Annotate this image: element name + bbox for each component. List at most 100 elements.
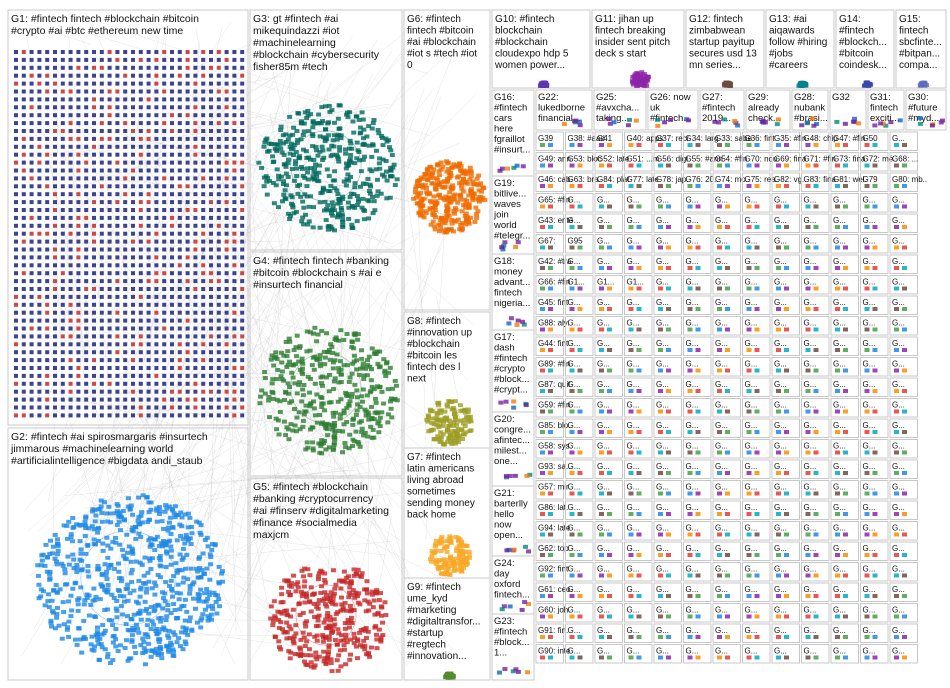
node [240,255,245,260]
node [66,519,72,524]
node [68,318,73,323]
node [193,326,198,331]
node [70,552,76,557]
node [116,561,122,566]
node [110,539,116,544]
group-label: G95 [568,237,584,246]
node [361,136,367,141]
node [327,189,333,194]
node [224,113,229,118]
node [45,136,50,141]
node [350,588,356,593]
group-box [742,213,771,233]
node [74,642,80,647]
node [343,445,349,450]
node [307,573,313,578]
node [99,632,105,637]
node [177,223,182,228]
node [201,57,206,62]
node [338,328,344,333]
node [133,559,139,564]
node [201,247,206,252]
node [725,204,730,209]
node [330,152,336,157]
group-label-line: lukedborne [538,103,585,114]
node [193,239,198,244]
node [356,373,362,378]
node [201,105,206,110]
node [29,318,34,323]
node [60,160,65,165]
group-g26: G26: nowuk#fintech... [647,89,699,131]
node [447,561,453,566]
node [53,389,57,394]
node [459,569,465,574]
node [343,161,349,166]
node [180,647,186,652]
node [365,358,371,363]
node [346,625,352,630]
node [29,287,34,291]
node [86,574,92,579]
node [326,643,332,648]
node [224,200,229,205]
node [76,397,81,402]
node [115,366,120,370]
node [107,366,112,370]
node [232,373,237,378]
node [320,119,326,124]
node [45,247,50,252]
node [201,89,206,94]
node [466,552,472,557]
node [369,126,375,131]
group-label: G46: cab. [538,175,573,184]
node [115,342,120,347]
node [201,366,206,370]
node [130,525,136,530]
node [99,239,104,244]
node [115,105,120,110]
node [29,184,34,189]
node [500,247,506,252]
node [354,388,360,393]
node [94,634,100,639]
node [45,255,50,260]
node [65,554,71,559]
edge [225,286,237,633]
node [146,500,152,505]
node [115,648,121,653]
node [163,503,169,508]
node [306,647,312,652]
node [270,623,276,628]
node [353,114,359,119]
node [340,219,346,224]
group-label: G... [833,196,846,205]
node [342,147,348,152]
node [14,366,18,370]
node [37,113,42,118]
node [224,89,229,94]
node [805,225,811,229]
group-box [653,213,682,233]
node [120,547,126,552]
node [363,413,369,418]
node [131,366,135,370]
node [325,203,331,208]
node [54,552,60,557]
node [466,555,472,560]
node [76,208,81,212]
node [199,616,205,621]
node [240,350,245,355]
node [138,405,143,410]
edge [33,227,325,344]
group-label-line: G28: [794,92,815,103]
node [123,405,128,410]
node [465,419,471,424]
node [201,287,206,291]
node [283,197,289,202]
group-box [403,311,491,449]
node [366,143,372,148]
node [209,239,213,244]
node [106,504,112,509]
node [145,520,151,525]
